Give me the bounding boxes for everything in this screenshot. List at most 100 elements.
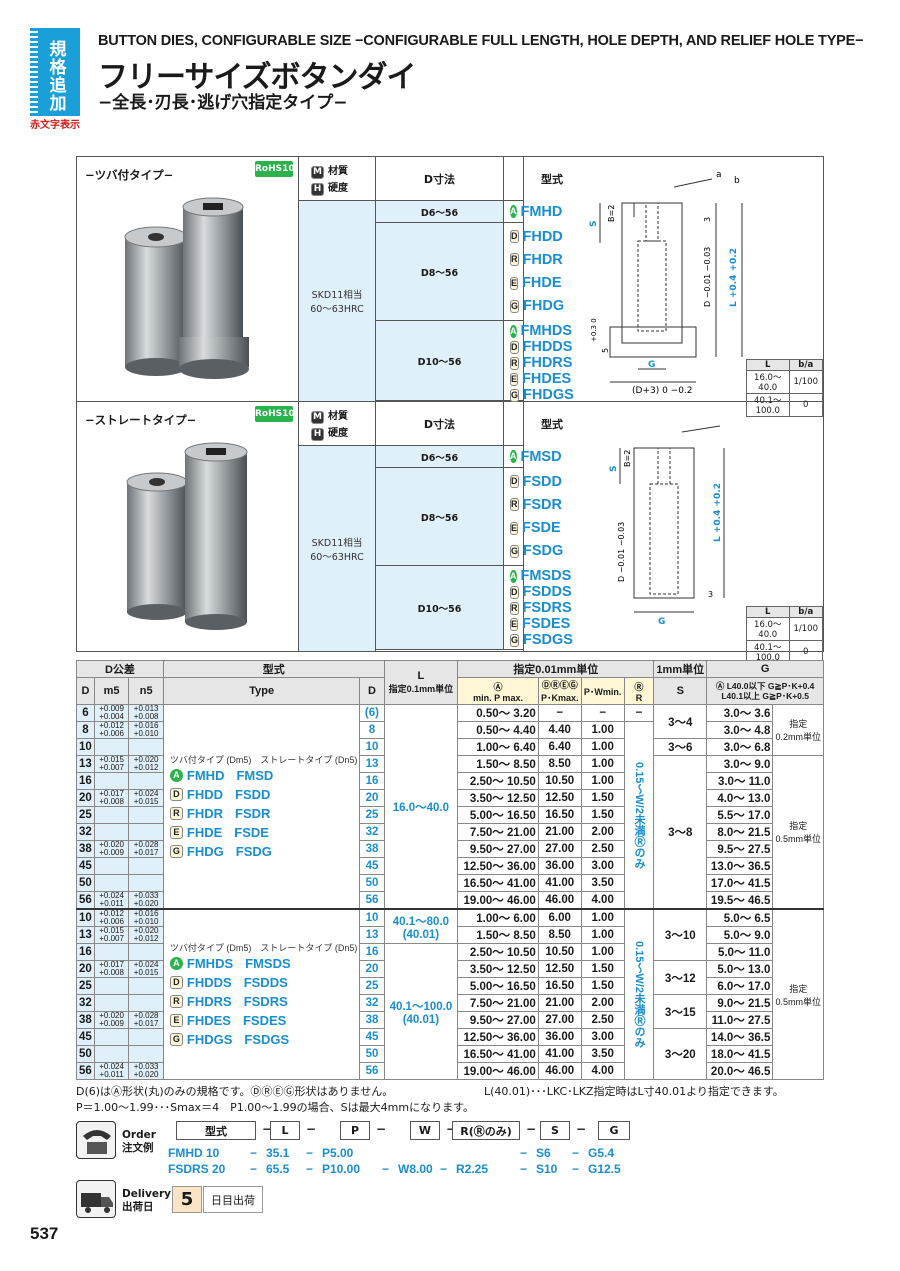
order-field-1: L (270, 1121, 300, 1140)
phone-icon (76, 1121, 116, 1159)
svg-text:G: G (658, 617, 665, 627)
col-d-header: D寸法 (376, 157, 504, 201)
product-photo-area: −ストレートタイプ− RoHS10 (77, 402, 299, 651)
shape-tag-a: A (510, 205, 517, 218)
order-value: 35.1 (266, 1146, 290, 1160)
svg-text:G: G (648, 360, 655, 370)
delivery-text: 日目出荷 (203, 1186, 263, 1213)
svg-text:(D+3) 0 −0.2: (D+3) 0 −0.2 (632, 386, 693, 396)
d-range-cell: D8〜56 (376, 468, 504, 566)
rohs-badge: RoHS10 (255, 161, 295, 177)
order-field-3: W (410, 1121, 440, 1140)
rohs-badge: RoHS10 (255, 406, 295, 422)
order-value: R2.25 (456, 1162, 489, 1176)
shape-tag-g: G (510, 544, 520, 558)
category-badge: 規格追加 (30, 28, 80, 116)
straight-die-image (126, 442, 248, 630)
order-value: P5.00 (322, 1146, 354, 1160)
svg-text:S: S (589, 221, 599, 227)
svg-text:3: 3 (703, 217, 712, 222)
svg-text:B=2: B=2 (607, 205, 616, 222)
shape-tag-a: A (510, 324, 517, 338)
svg-text:L +0.4 +0.2: L +0.4 +0.2 (713, 483, 723, 542)
shape-tag-g: G (510, 299, 520, 313)
red-text-note: 赤文字表示 (30, 120, 80, 131)
note-1: D(6)はⒶ形状(丸)のみの規格です。ⒹⓇⒺⒼ形状はありません。 (76, 1085, 394, 1098)
svg-text:D −0.01 −0.03: D −0.01 −0.03 (617, 522, 626, 582)
order-value: G5.4 (588, 1146, 615, 1160)
svg-text:+0.3 0: +0.3 0 (590, 318, 598, 342)
shape-tag-d: D (510, 230, 519, 244)
shape-tag-r: R (510, 601, 519, 615)
order-value: P10.00 (322, 1162, 361, 1176)
shape-tag-d: D (510, 585, 519, 599)
order-field-0: 型式 (176, 1121, 256, 1140)
svg-text:a: a (716, 170, 722, 180)
d-range-cell: D10〜56 (376, 321, 504, 401)
shape-tag-r: R (510, 498, 519, 512)
product-photo-area: −ツバ付タイプ− RoHS10 (77, 157, 299, 401)
svg-text:b: b (734, 176, 740, 186)
straight-technical-drawing: S B=2 L +0.4 +0.2 D −0.01 −0.03 3 G (609, 425, 725, 627)
page-number: 537 (30, 1224, 59, 1243)
page-subtitle: −全長･刃長･逃げ穴指定タイプ− (98, 93, 348, 113)
shape-tag-e: E (510, 372, 519, 386)
order-value: FSDRS 20 (168, 1162, 226, 1176)
shape-tag-d: D (510, 475, 519, 489)
note-3: P＝1.00〜1.99･･･Smax＝4 P1.00〜1.99の場合、Sは最大4… (76, 1101, 474, 1114)
shape-tag-a: A (510, 450, 517, 463)
block-label: −ツバ付タイプ− (85, 168, 174, 182)
order-value: S6 (536, 1146, 551, 1160)
col-type-header: 型式 (541, 173, 563, 186)
shape-tag-d: D (510, 340, 519, 354)
order-value: FMHD 10 (168, 1146, 220, 1160)
order-field-6: G (598, 1121, 630, 1140)
flange-technical-drawing: a b S B=2 3 D −0.01 −0.03 L +0.4 +0.2 5 … (589, 170, 743, 396)
block-label: −ストレートタイプ− (85, 413, 197, 427)
svg-text:D −0.01 −0.03: D −0.01 −0.03 (703, 247, 712, 307)
d-range-cell: D6〜56 (376, 201, 504, 223)
shape-tag-g: G (510, 633, 520, 647)
delivery-days: 5 (172, 1186, 202, 1213)
svg-text:L +0.4 +0.2: L +0.4 +0.2 (729, 248, 739, 307)
col-d-header: D寸法 (376, 402, 504, 446)
order-field-2: P (340, 1121, 370, 1140)
shape-tag-a: A (510, 569, 517, 583)
shape-tag-r: R (510, 356, 519, 370)
d-range-cell: D6〜56 (376, 446, 504, 468)
d-range-cell: D8〜56 (376, 223, 504, 321)
shape-tag-e: E (510, 617, 519, 631)
order-field-5: S (540, 1121, 570, 1140)
shape-tag-e: E (510, 521, 519, 535)
